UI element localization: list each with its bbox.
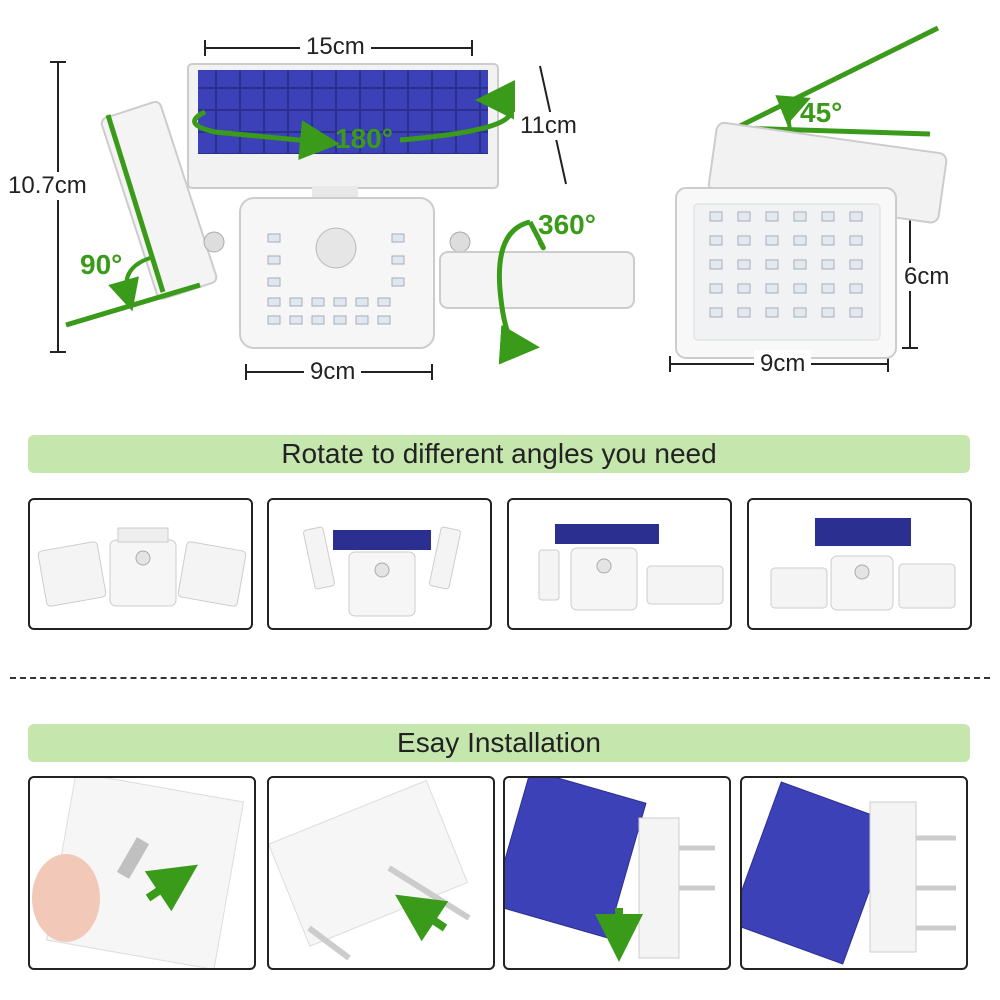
angle-side-left: 90° <box>80 249 123 280</box>
dim-width-bottom-right: 9cm <box>754 350 812 378</box>
install-thumb-4 <box>740 776 968 970</box>
rotate-thumb-3 <box>507 498 732 630</box>
rotate-thumb-2 <box>267 498 492 630</box>
install-section-banner: Esay Installation <box>28 724 970 762</box>
dimension-diagram: 15cm 10.7cm 11cm 9cm 6cm 9cm 180° 90° 36… <box>0 0 1000 400</box>
dim-width-bottom-left: 9cm <box>304 358 362 386</box>
section-divider <box>10 677 990 679</box>
angle-tilt-panel: 180° <box>335 123 393 154</box>
rotate-section-banner: Rotate to different angles you need <box>28 435 970 473</box>
angle-top-right: 45° <box>800 97 843 128</box>
dim-height-right: 6cm <box>898 263 956 291</box>
dim-width-top: 15cm <box>300 33 371 61</box>
angle-side-right: 360° <box>538 209 596 240</box>
install-thumb-3 <box>503 776 731 970</box>
install-thumb-2 <box>267 776 495 970</box>
dim-panel-depth: 11cm <box>514 112 583 140</box>
rotate-thumb-1 <box>28 498 253 630</box>
rotate-thumb-4 <box>747 498 972 630</box>
dim-height-side: 10.7cm <box>2 172 93 200</box>
install-thumb-1 <box>28 776 256 970</box>
